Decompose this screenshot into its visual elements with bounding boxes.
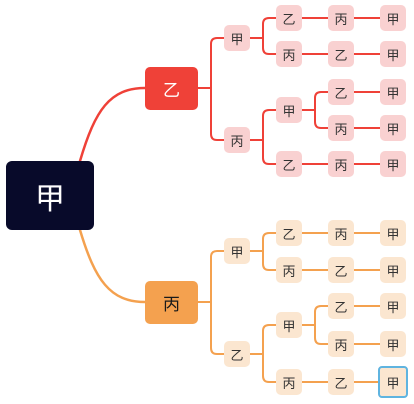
topic-node[interactable]: 丙 — [276, 257, 302, 283]
topic-node[interactable]: 甲 — [224, 25, 250, 51]
connector-line — [314, 91, 329, 111]
topic-node[interactable]: 乙 — [328, 257, 354, 283]
topic-node[interactable]: 乙 — [328, 79, 354, 105]
topic-node[interactable]: 丙 — [224, 127, 250, 153]
connector-line — [262, 353, 277, 383]
topic-node[interactable]: 甲 — [380, 79, 406, 105]
topic-node[interactable]: 丙 — [328, 151, 354, 177]
branch-node-orange[interactable]: 丙 — [145, 281, 198, 324]
topic-node[interactable]: 甲 — [380, 331, 406, 357]
topic-node[interactable]: 甲 — [380, 220, 406, 246]
branch-node-red[interactable]: 乙 — [145, 67, 198, 110]
connector-line — [262, 17, 277, 39]
connector-line — [78, 228, 147, 304]
connector-line — [262, 37, 277, 55]
connector-line — [314, 109, 329, 129]
topic-node[interactable]: 丙 — [276, 41, 302, 67]
connector-line — [210, 87, 225, 141]
connector-line — [314, 324, 329, 345]
topic-node[interactable]: 乙 — [328, 41, 354, 67]
topic-node[interactable]: 甲 — [224, 238, 250, 264]
connector-line — [262, 232, 277, 252]
topic-node[interactable]: 甲 — [276, 312, 302, 338]
connector-line — [210, 301, 225, 355]
connector-line — [210, 250, 225, 303]
topic-node[interactable]: 甲 — [380, 41, 406, 67]
connector-line — [262, 109, 277, 141]
connector-line — [262, 139, 277, 165]
connector-line — [314, 305, 329, 326]
connector-line — [262, 250, 277, 271]
topic-node[interactable]: 甲 — [380, 257, 406, 283]
topic-node[interactable]: 乙 — [328, 369, 354, 395]
topic-node[interactable]: 丙 — [276, 369, 302, 395]
topic-node[interactable]: 甲 — [276, 97, 302, 123]
topic-node[interactable]: 甲 — [380, 293, 406, 319]
topic-node[interactable]: 乙 — [276, 220, 302, 246]
topic-node[interactable]: 甲 — [380, 5, 406, 31]
topic-node[interactable]: 乙 — [224, 341, 250, 367]
topic-node[interactable]: 丙 — [328, 115, 354, 141]
topic-node[interactable]: 丙 — [328, 220, 354, 246]
topic-node[interactable]: 甲 — [380, 151, 406, 177]
connector-line — [262, 324, 277, 355]
selected-topic-node[interactable]: 甲 — [378, 366, 408, 398]
root-node[interactable]: 甲 — [6, 161, 94, 230]
topic-node[interactable]: 乙 — [276, 5, 302, 31]
topic-node[interactable]: 甲 — [380, 115, 406, 141]
topic-node[interactable]: 丙 — [328, 5, 354, 31]
connector-line — [210, 37, 225, 89]
connector-line — [78, 86, 147, 163]
topic-node[interactable]: 乙 — [328, 293, 354, 319]
topic-node[interactable]: 丙 — [328, 331, 354, 357]
topic-node[interactable]: 乙 — [276, 151, 302, 177]
